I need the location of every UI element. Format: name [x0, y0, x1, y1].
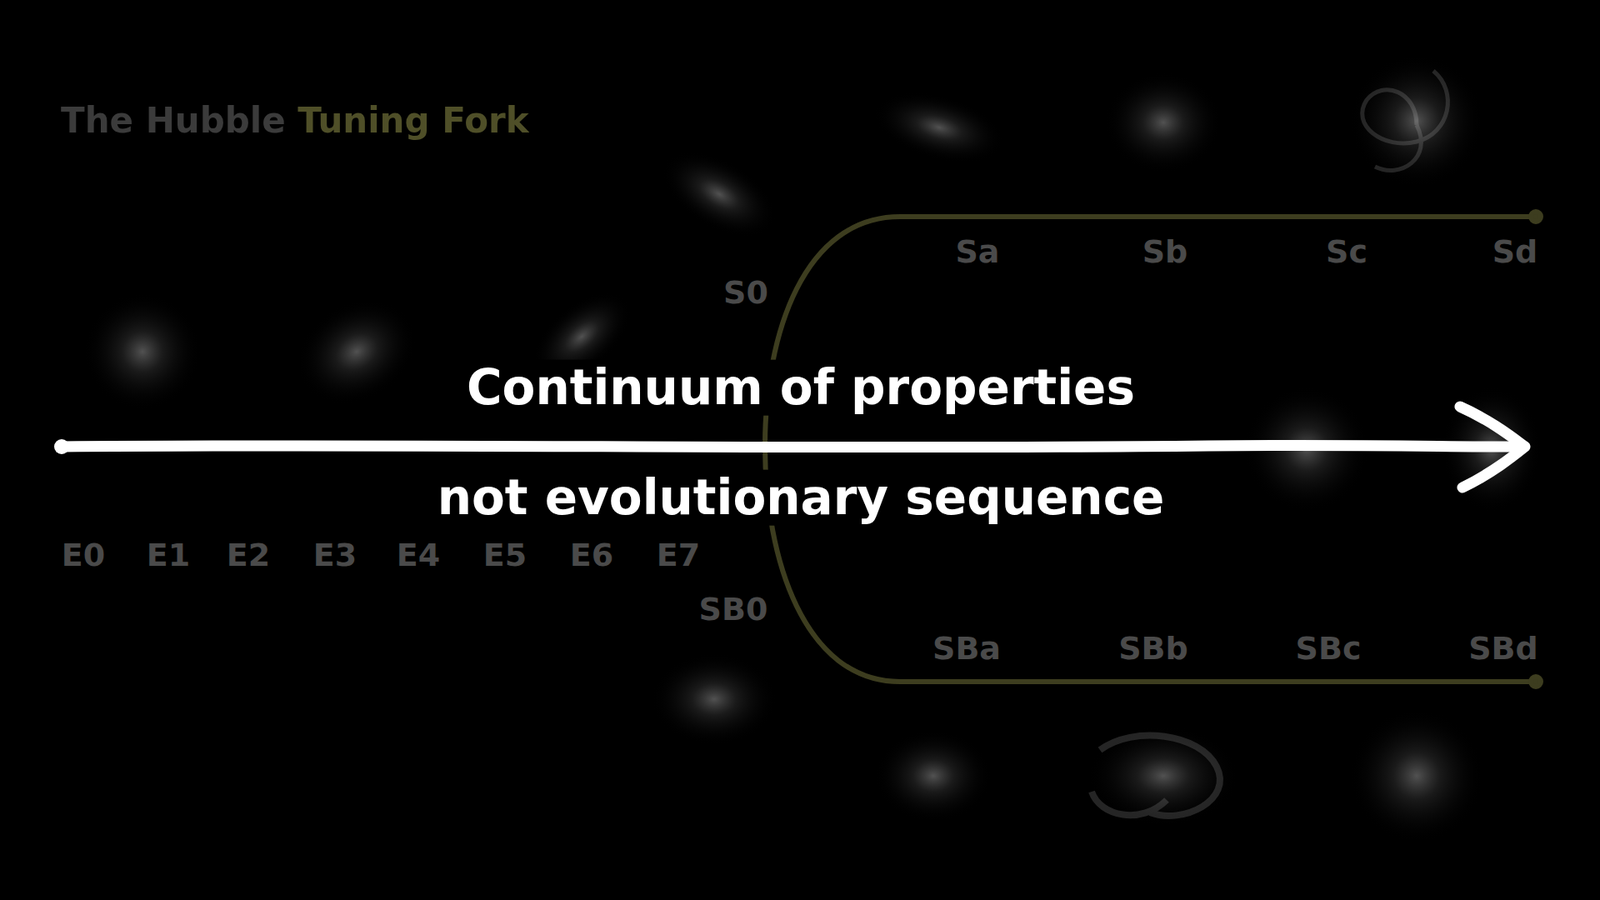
class-label: SB0 — [699, 590, 769, 628]
diagram-title: The Hubble Tuning Fork — [60, 100, 530, 141]
class-label: Sd — [1492, 233, 1539, 270]
overlay-caption: not evolutionary sequence — [429, 470, 1174, 526]
class-label: Sa — [955, 233, 1000, 270]
class-label: SBa — [932, 630, 1001, 667]
class-label: E4 — [396, 536, 440, 574]
class-label: SBd — [1468, 630, 1539, 667]
class-label: E1 — [146, 536, 190, 574]
class-label: SBb — [1118, 630, 1189, 667]
class-label: Sb — [1142, 233, 1189, 270]
class-label: SBc — [1295, 630, 1362, 667]
class-label: E6 — [570, 536, 614, 574]
class-label: E2 — [226, 536, 270, 574]
class-label: Sc — [1325, 233, 1368, 270]
class-label: S0 — [723, 274, 769, 311]
class-label: E0 — [61, 536, 105, 574]
class-label: E3 — [313, 536, 357, 574]
class-label: E7 — [656, 536, 700, 574]
class-label: E5 — [483, 536, 527, 574]
overlay-caption: Continuum of properties — [458, 360, 1144, 416]
